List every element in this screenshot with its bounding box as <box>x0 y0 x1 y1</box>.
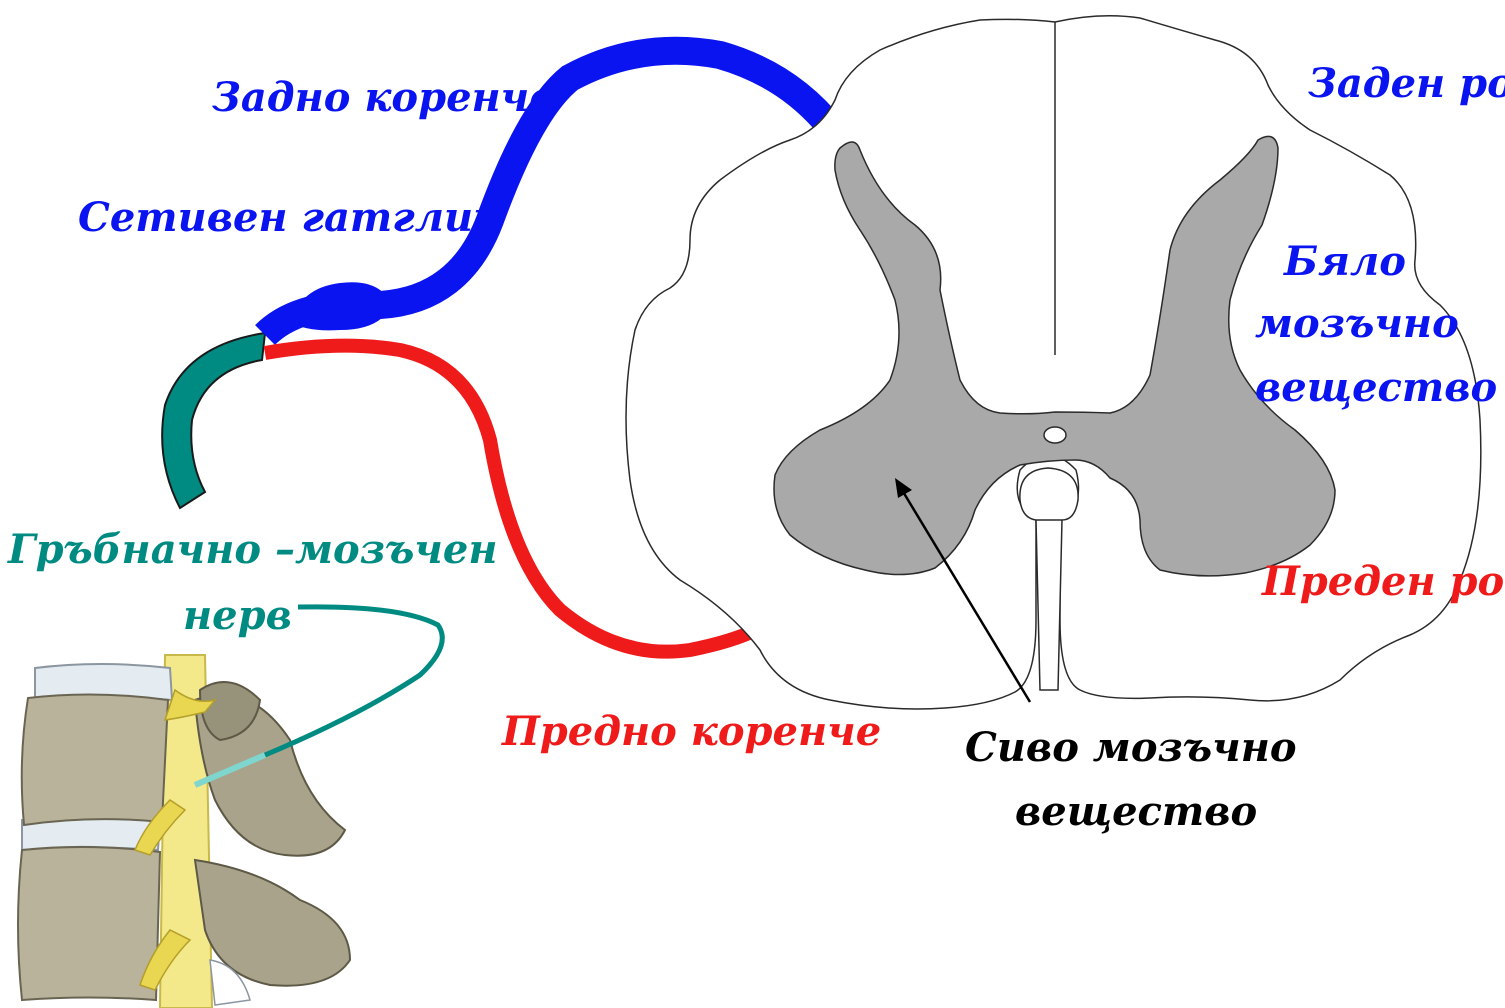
dorsal-horn-label: Заден рог <box>1308 62 1505 106</box>
white-matter-label-line1: Бяло <box>1284 240 1406 284</box>
ganglion-label: Сетивен гатглий <box>78 196 502 240</box>
gray-matter-label-line1: Сиво мозъчно <box>965 726 1297 770</box>
vertebral-column-icon <box>18 640 350 1008</box>
white-matter-label-line2: мозъчно <box>1255 302 1459 346</box>
ventral-horn-label: Преден рог <box>1262 560 1505 604</box>
spinal-nerve-label-line2: нерв <box>183 594 292 638</box>
spinal-cord-cross-section-icon <box>626 16 1481 709</box>
ventral-root-label: Предно коренче <box>502 710 881 754</box>
dorsal-root-label: Задно коренче <box>212 76 555 120</box>
white-matter-label-line3: вещество <box>1255 366 1497 410</box>
spinal-nerve-arc <box>162 333 265 508</box>
sensory-ganglion <box>292 282 392 330</box>
spinal-nerve-label-line1: Гръбначно –мозъчен <box>8 528 498 572</box>
gray-matter-label-line2: вещество <box>1015 790 1257 834</box>
central-canal <box>1044 427 1066 443</box>
